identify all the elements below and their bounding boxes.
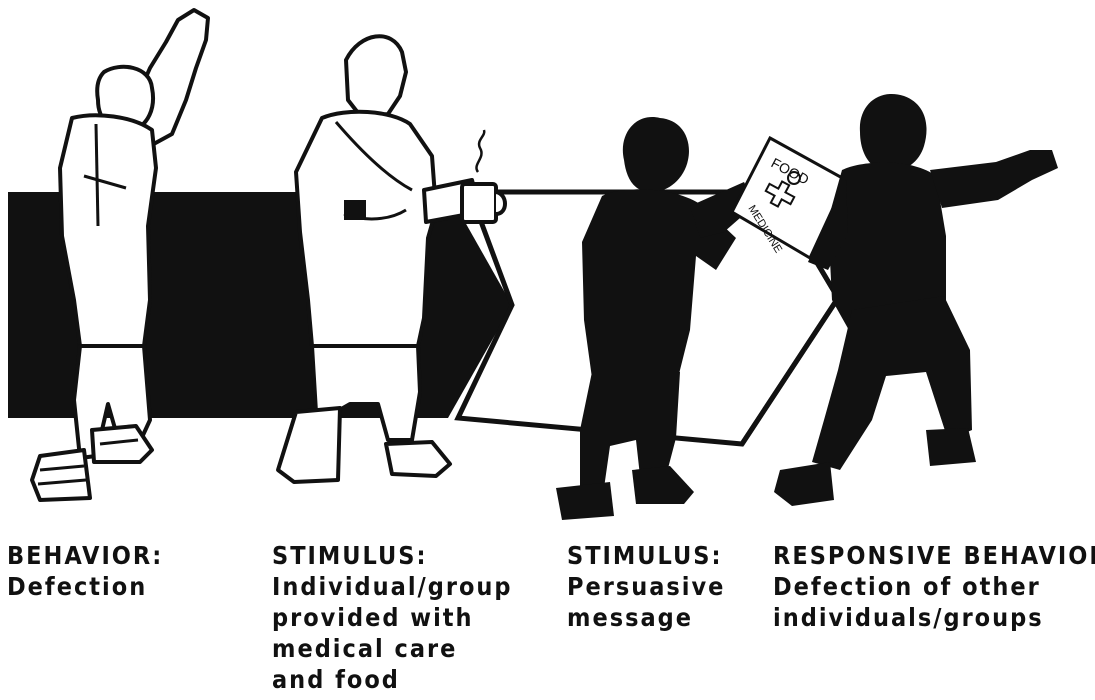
mug-icon xyxy=(462,130,505,222)
stage-description: Defection xyxy=(7,571,163,602)
stage-caption-responsive-behavior: RESPONSIVE BEHAVIOR: Defection of other … xyxy=(773,540,1095,633)
stage-caption-stimulus-message: STIMULUS: Persuasive message xyxy=(567,540,725,633)
stage-description: individuals/groups xyxy=(773,602,1095,633)
stage-heading: BEHAVIOR: xyxy=(7,540,163,571)
stage-description: message xyxy=(567,602,725,633)
stage-caption-stimulus-care: STIMULUS: Individual/group provided with… xyxy=(272,540,513,695)
stage-heading: STIMULUS: xyxy=(272,540,513,571)
stage-description: Persuasive xyxy=(567,571,725,602)
stage-description: Individual/group xyxy=(272,571,513,602)
stage-heading: RESPONSIVE BEHAVIOR: xyxy=(773,540,1095,571)
stage-description: medical care xyxy=(272,633,513,664)
stage-description: Defection of other xyxy=(773,571,1095,602)
stage-description: and food xyxy=(272,664,513,695)
stage-heading: STIMULUS: xyxy=(567,540,725,571)
bandaged-hand xyxy=(344,200,366,220)
stage-description: provided with xyxy=(272,602,513,633)
stage-caption-behavior: BEHAVIOR: Defection xyxy=(7,540,163,602)
